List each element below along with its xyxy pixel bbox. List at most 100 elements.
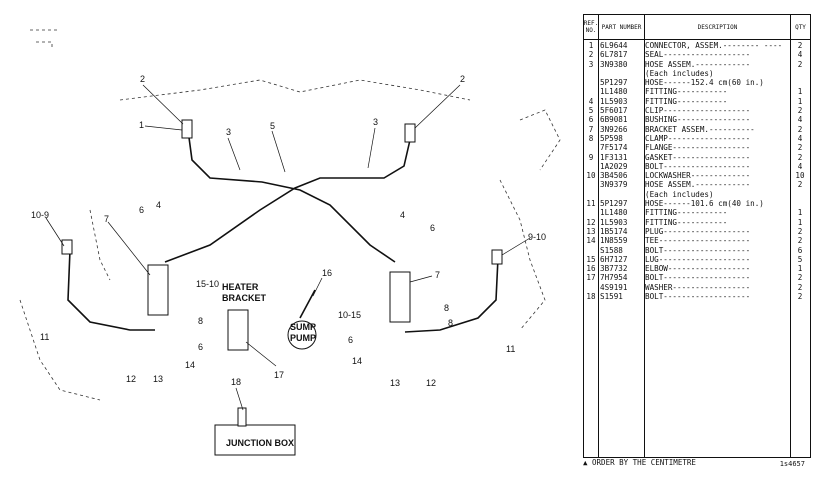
hose-assemblies xyxy=(67,129,499,333)
part-number-cell: 5P1297 xyxy=(600,199,628,209)
svg-text:15-10: 15-10 xyxy=(196,279,219,289)
svg-text:7: 7 xyxy=(435,270,440,280)
qty-cell: 1 xyxy=(797,217,803,227)
description-cell: FITTING----------- xyxy=(645,217,728,227)
header-description: DESCRIPTION xyxy=(697,23,738,31)
qty-cell: 4 xyxy=(797,50,803,60)
qty-cell: 2 xyxy=(797,59,803,69)
qty-cell: 2 xyxy=(797,124,803,134)
qty-cell: 6 xyxy=(797,245,803,255)
part-number-cell: 6L9644 xyxy=(600,41,628,50)
description-cell: SEAL------------------- xyxy=(645,50,751,60)
ref-no-cell: 15 xyxy=(586,254,596,264)
description-cell: BRACKET ASSEM.---------- xyxy=(645,124,755,134)
description-cell: HOSE------152.4 cm(60 in.) xyxy=(645,78,764,88)
ref-no-cell: 6 xyxy=(588,115,594,125)
svg-text:2: 2 xyxy=(140,74,145,84)
qty-cell: 10 xyxy=(795,171,805,181)
column-divider xyxy=(790,15,791,457)
header-qty: QTY xyxy=(795,23,806,31)
table-row: 7 3N9266 BRACKET ASSEM.---------- 2 xyxy=(584,125,810,134)
ref-no-cell: 13 xyxy=(586,226,596,236)
ref-no-cell: 9 xyxy=(588,152,594,162)
leader-lines xyxy=(45,84,531,411)
ref-no-cell: 10 xyxy=(586,171,596,181)
description-cell: BOLT------------------- xyxy=(645,292,751,302)
ref-no-cell: 16 xyxy=(586,264,596,274)
qty-cell: 2 xyxy=(797,292,803,302)
description-cell: HOSE------101.6 cm(40 in.) xyxy=(645,199,764,209)
svg-text:13: 13 xyxy=(153,374,163,384)
description-cell: WASHER----------------- xyxy=(645,282,751,292)
qty-cell: 4 xyxy=(797,115,803,125)
svg-text:8: 8 xyxy=(198,316,203,326)
table-row: (Each includes) xyxy=(584,190,810,199)
svg-text:6: 6 xyxy=(139,205,144,215)
ref-no-cell: 7 xyxy=(588,124,594,134)
part-number-cell: 3B7732 xyxy=(600,264,628,274)
qty-cell: 2 xyxy=(797,41,803,50)
components xyxy=(61,119,503,456)
description-cell: LOCKWASHER------------- xyxy=(645,171,751,181)
part-number-cell: 5P1297 xyxy=(600,78,628,88)
ref-no-cell: 12 xyxy=(586,217,596,227)
qty-cell: 1 xyxy=(797,96,803,106)
description-cell: BOLT------------------- xyxy=(645,161,751,171)
ref-no-cell: 11 xyxy=(586,199,596,209)
svg-text:6: 6 xyxy=(198,342,203,352)
svg-text:12: 12 xyxy=(426,378,436,388)
header-part-number: PART NUMBER xyxy=(601,23,642,31)
qty-cell: 5 xyxy=(797,254,803,264)
table-row: (Each includes) xyxy=(584,69,810,78)
description-cell: HOSE ASSEM.------------ xyxy=(645,180,751,190)
table-row: 1L1480 FITTING-----------1 xyxy=(584,87,810,96)
part-number-cell: 3N9380 xyxy=(600,59,628,69)
part-number-cell: 3N9266 xyxy=(600,124,628,134)
sump-pump-label-1: SUMP xyxy=(290,322,316,332)
drawing-number: 1s4657 xyxy=(779,460,805,468)
table-row: 11 5P1297 HOSE------101.6 cm(40 in.) xyxy=(584,199,810,208)
part-number-cell: 5P598 xyxy=(600,133,623,143)
heater-bracket-label-1: HEATER xyxy=(222,282,259,292)
part-number-cell: 5F6017 xyxy=(600,106,628,116)
qty-cell: 2 xyxy=(797,273,803,283)
part-number-cell: 7H7954 xyxy=(600,273,628,283)
description-cell: (Each includes) xyxy=(645,189,714,199)
part-number-cell: 1L1480 xyxy=(600,87,628,97)
exploded-parts-diagram: 2 2 1 3 3 5 4 6 4 6 10-9 9-10 7 7 15-10 … xyxy=(19,29,561,456)
qty-cell: 1 xyxy=(797,264,803,274)
svg-text:10-9: 10-9 xyxy=(31,210,49,220)
parts-table-header: REF. NO. PART NUMBER DESCRIPTION QTY xyxy=(584,15,810,40)
description-cell: TEE-------------------- xyxy=(645,236,751,246)
description-cell: CONNECTOR, ASSEM.-------- ---- xyxy=(645,41,783,50)
svg-text:4: 4 xyxy=(400,210,405,220)
svg-text:4: 4 xyxy=(156,200,161,210)
ref-no-cell: 5 xyxy=(588,106,594,116)
svg-text:3: 3 xyxy=(226,127,231,137)
description-cell: FLANGE----------------- xyxy=(645,143,751,153)
component-text-labels: HEATER BRACKET SUMP PUMP JUNCTION BOX xyxy=(222,282,316,448)
part-number-cell: 6H7127 xyxy=(600,254,628,264)
qty-cell: 4 xyxy=(797,161,803,171)
qty-cell: 1 xyxy=(797,87,803,97)
qty-cell: 2 xyxy=(797,143,803,153)
svg-text:3: 3 xyxy=(373,117,378,127)
qty-cell: 2 xyxy=(797,152,803,162)
part-number-cell: 1B5174 xyxy=(600,226,628,236)
